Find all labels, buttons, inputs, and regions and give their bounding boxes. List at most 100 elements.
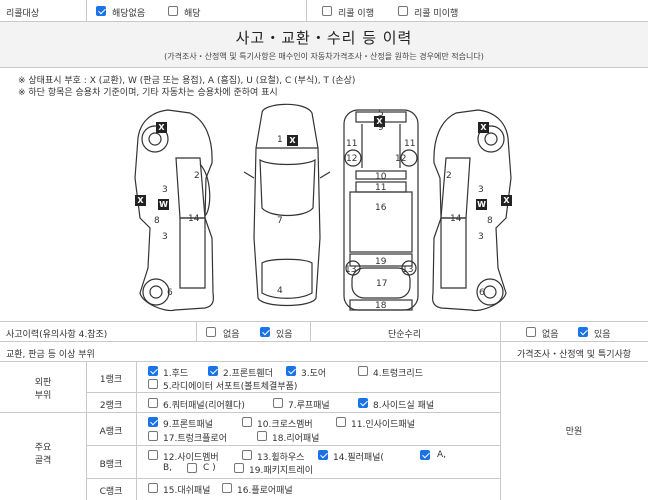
- item-inside-panel-label: 11.인사이드패널: [351, 420, 415, 430]
- item-floor-panel-checkbox[interactable]: [222, 483, 232, 493]
- item-radiator-support-checkbox[interactable]: [148, 379, 158, 389]
- accident-history-row: 사고이력(유의사항 4.참조) 없음 있음 단순수리 없음 있음: [0, 322, 648, 342]
- major-frame-line1: 주요: [34, 443, 52, 453]
- diagram-num-9: 9: [378, 123, 384, 133]
- diagram-num-14-right: 14: [450, 214, 462, 224]
- rankA-label: A랭크: [99, 427, 123, 437]
- diagram-num-16: 16: [375, 203, 387, 213]
- exchange-header-label: 교환, 판금 등 이상 부위: [6, 350, 95, 360]
- diagram-num-6-left: 6: [167, 288, 173, 298]
- diagram-num-19: 19: [375, 257, 387, 267]
- item-trunk-lid-checkbox[interactable]: [358, 366, 368, 376]
- item-quarter-panel-checkbox[interactable]: [148, 398, 158, 408]
- item-roof-panel-checkbox[interactable]: [273, 398, 283, 408]
- item-hood-checkbox[interactable]: [148, 366, 158, 376]
- item-dash-panel-checkbox[interactable]: [148, 483, 158, 493]
- mark-x-right-front: X: [478, 122, 489, 133]
- diagram-num-13-right: 13: [402, 265, 414, 275]
- item-front-panel-checkbox[interactable]: [148, 417, 158, 427]
- diagram-num-12-left: 12: [346, 154, 358, 164]
- recall-done-label: 리콜 이행: [338, 9, 374, 19]
- item-side-member-label: 12.사이드멤버: [163, 453, 219, 463]
- recall-none-checkbox[interactable]: [96, 6, 106, 16]
- accident-none-checkbox[interactable]: [206, 327, 216, 337]
- mark-x-right-pillar: X: [501, 195, 512, 206]
- item-front-fender-checkbox[interactable]: [208, 366, 218, 376]
- diagram-num-14-left: 14: [188, 214, 200, 224]
- recall-label: 리콜대상: [6, 9, 40, 19]
- item-side-member-checkbox[interactable]: [148, 450, 158, 460]
- diagram-area: ※ 상태표시 부호 : X (교환), W (판금 또는 용접), A (흠집)…: [0, 68, 648, 322]
- mark-x-top-hood: X: [287, 135, 298, 146]
- car-top-outline: [253, 103, 321, 307]
- mark-x-left-pillar: X: [135, 195, 146, 206]
- item-pillar-a-checkbox[interactable]: [420, 450, 430, 460]
- item-trunk-floor-checkbox[interactable]: [148, 431, 158, 441]
- recall-applicable-checkbox[interactable]: [168, 6, 178, 16]
- item-rear-panel-checkbox[interactable]: [257, 431, 267, 441]
- diagram-num-10: 10: [375, 172, 387, 182]
- mark-w-left-door: W: [158, 199, 169, 210]
- car-right-side-outline: [431, 109, 512, 312]
- simple-repair-label: 단순수리: [388, 330, 422, 340]
- simple-repair-yes-checkbox[interactable]: [578, 327, 588, 337]
- section-header: 사고・교환・수리 등 이력 (가격조사・산정액 및 특기사항은 매수인이 자동차…: [0, 22, 648, 68]
- accident-yes-checkbox[interactable]: [260, 327, 270, 337]
- item-cross-member-label: 10.크로스멤버: [257, 420, 313, 430]
- accident-yes-label: 있음: [276, 330, 293, 340]
- item-pillar-panel-checkbox[interactable]: [318, 450, 328, 460]
- diagram-num-3-left-upper: 3: [162, 185, 168, 195]
- item-cross-member-checkbox[interactable]: [242, 417, 252, 427]
- rank1-label: 1랭크: [99, 375, 123, 385]
- item-radiator-support-label: 5.라디에이터 서포트(볼트체결부품): [163, 382, 298, 392]
- diagram-num-11-left: 11: [346, 139, 358, 149]
- recall-not-done-label: 리콜 미이행: [414, 9, 459, 19]
- item-trunk-lid-label: 4.트렁크리드: [373, 369, 423, 379]
- item-package-tray-checkbox[interactable]: [234, 463, 244, 473]
- item-pillar-a-label: A,: [437, 450, 447, 460]
- item-dash-panel-label: 15.대쉬패널: [163, 486, 211, 496]
- item-pillar-c-label: C ): [203, 463, 216, 473]
- price-unit: 만원: [565, 427, 583, 437]
- recall-done-checkbox[interactable]: [322, 6, 332, 16]
- recall-row: 리콜대상 해당없음 해당 리콜 이행 리콜 미이행: [0, 0, 648, 22]
- car-diagram: [134, 103, 512, 312]
- simple-repair-none-checkbox[interactable]: [526, 327, 536, 337]
- diagram-num-7: 7: [277, 216, 283, 226]
- item-wheel-house-checkbox[interactable]: [242, 450, 252, 460]
- exchange-table: 외판 부위 주요 골격 1랭크 2랭크 A랭크 B랭크 C랭크 1.후드 2.프…: [0, 362, 648, 500]
- recall-not-done-checkbox[interactable]: [398, 6, 408, 16]
- item-front-fender-label: 2.프론트휀더: [223, 369, 273, 379]
- simple-repair-none-label: 없음: [542, 330, 559, 340]
- exchange-header-row: 교환, 판금 등 이상 부위 가격조사・산정액 및 특기사항: [0, 342, 648, 362]
- diagram-num-3-right-upper: 3: [478, 185, 484, 195]
- item-side-sill-checkbox[interactable]: [358, 398, 368, 408]
- item-door-checkbox[interactable]: [286, 366, 296, 376]
- section-title: 사고・교환・수리 등 이력: [235, 29, 413, 47]
- diagram-num-1: 1: [277, 135, 283, 145]
- mark-x-frame-front: X: [374, 116, 385, 127]
- car-left-side-outline: [134, 109, 215, 312]
- rankC-label: C랭크: [99, 487, 123, 497]
- accident-history-label: 사고이력(유의사항 4.참조): [6, 330, 108, 340]
- item-inside-panel-checkbox[interactable]: [336, 417, 346, 427]
- item-package-tray-label: 19.패키지트레이: [249, 466, 313, 476]
- recall-applicable-label: 해당: [184, 9, 201, 19]
- diagram-num-18: 18: [375, 301, 387, 311]
- diagram-num-6-right: 6: [479, 288, 485, 298]
- outer-panel-line2: 부위: [34, 391, 52, 401]
- diagram-num-2-left: 2: [194, 171, 200, 181]
- item-side-sill-label: 8.사이드실 패널: [373, 401, 435, 411]
- price-header-label: 가격조사・산정액 및 특기사항: [516, 350, 632, 360]
- legend-line-2: ※ 하단 항목은 승용차 기준이며, 기타 자동차는 승용차에 준하여 표시: [18, 88, 278, 98]
- item-floor-panel-label: 16.플로어패널: [237, 486, 293, 496]
- diagram-num-3-right-lower: 3: [478, 232, 484, 242]
- diagram-num-12-right: 12: [395, 154, 407, 164]
- item-roof-panel-label: 7.루프패널: [288, 401, 330, 411]
- legend-line-1: ※ 상태표시 부호 : X (교환), W (판금 또는 용접), A (흠집)…: [18, 76, 356, 86]
- major-frame-line2: 골격: [34, 456, 52, 466]
- diagram-num-11: 11: [375, 183, 387, 193]
- item-pillar-b-checkbox[interactable]: [187, 463, 197, 473]
- diagram-num-2-right: 2: [446, 171, 452, 181]
